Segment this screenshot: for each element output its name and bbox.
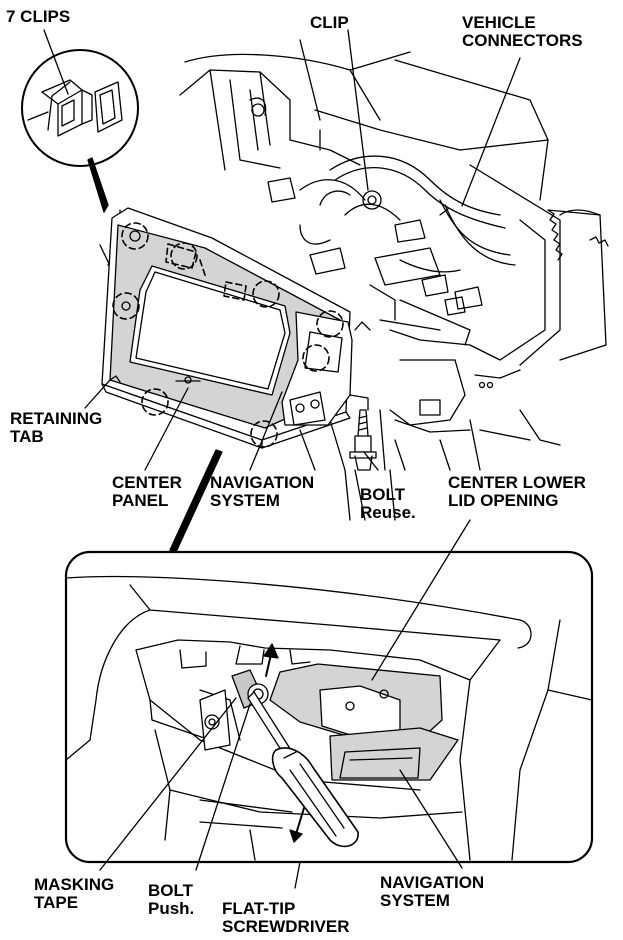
clip-marker-5 — [316, 310, 344, 338]
push-arrow-icon — [263, 643, 279, 677]
clip-marker-8 — [250, 420, 278, 448]
seven-clips-label: 7 CLIPS — [6, 7, 71, 26]
center-lower-lid-opening-label: CENTER LOWER LID OPENING — [448, 473, 586, 510]
leader-lines-lower — [99, 519, 471, 889]
leader-lines-upper — [43, 29, 521, 471]
center-panel-label: CENTER PANEL — [112, 473, 182, 510]
retaining-tab-label: RETAINING TAB — [10, 409, 103, 446]
masking-tape-label: MASKING TAPE — [34, 875, 115, 912]
bolt-reuse-icon — [349, 409, 377, 471]
flat-tip-screwdriver-label: FLAT-TIP SCREWDRIVER — [222, 899, 350, 936]
clip-label: CLIP — [310, 13, 349, 32]
clip-location-markers — [112, 222, 344, 448]
screwdriver-icon — [247, 691, 359, 848]
pry-arrow-icon — [289, 807, 305, 843]
detail-view-interior — [65, 575, 593, 861]
clip-marker-6 — [302, 344, 330, 372]
dashboard-housing — [99, 39, 609, 521]
clip-detail-inset — [21, 49, 139, 167]
navigation-system-top-label: NAVIGATION SYSTEM — [210, 473, 315, 510]
clip-marker-4 — [112, 292, 140, 320]
bolt-push-label: BOLT Push. — [148, 881, 195, 918]
vehicle-connectors-label: VEHICLE CONNECTORS — [462, 13, 583, 50]
bolt-reuse-label: BOLT Reuse. — [360, 485, 416, 522]
clip-marker-7 — [141, 388, 169, 416]
navigation-system-bottom-label: NAVIGATION SYSTEM — [380, 873, 485, 910]
clip-marker-1 — [121, 222, 149, 250]
center-panel — [101, 207, 351, 449]
navigation-unit — [281, 311, 371, 426]
clip-marker-2 — [170, 242, 198, 270]
clip-marker-3 — [252, 280, 280, 308]
